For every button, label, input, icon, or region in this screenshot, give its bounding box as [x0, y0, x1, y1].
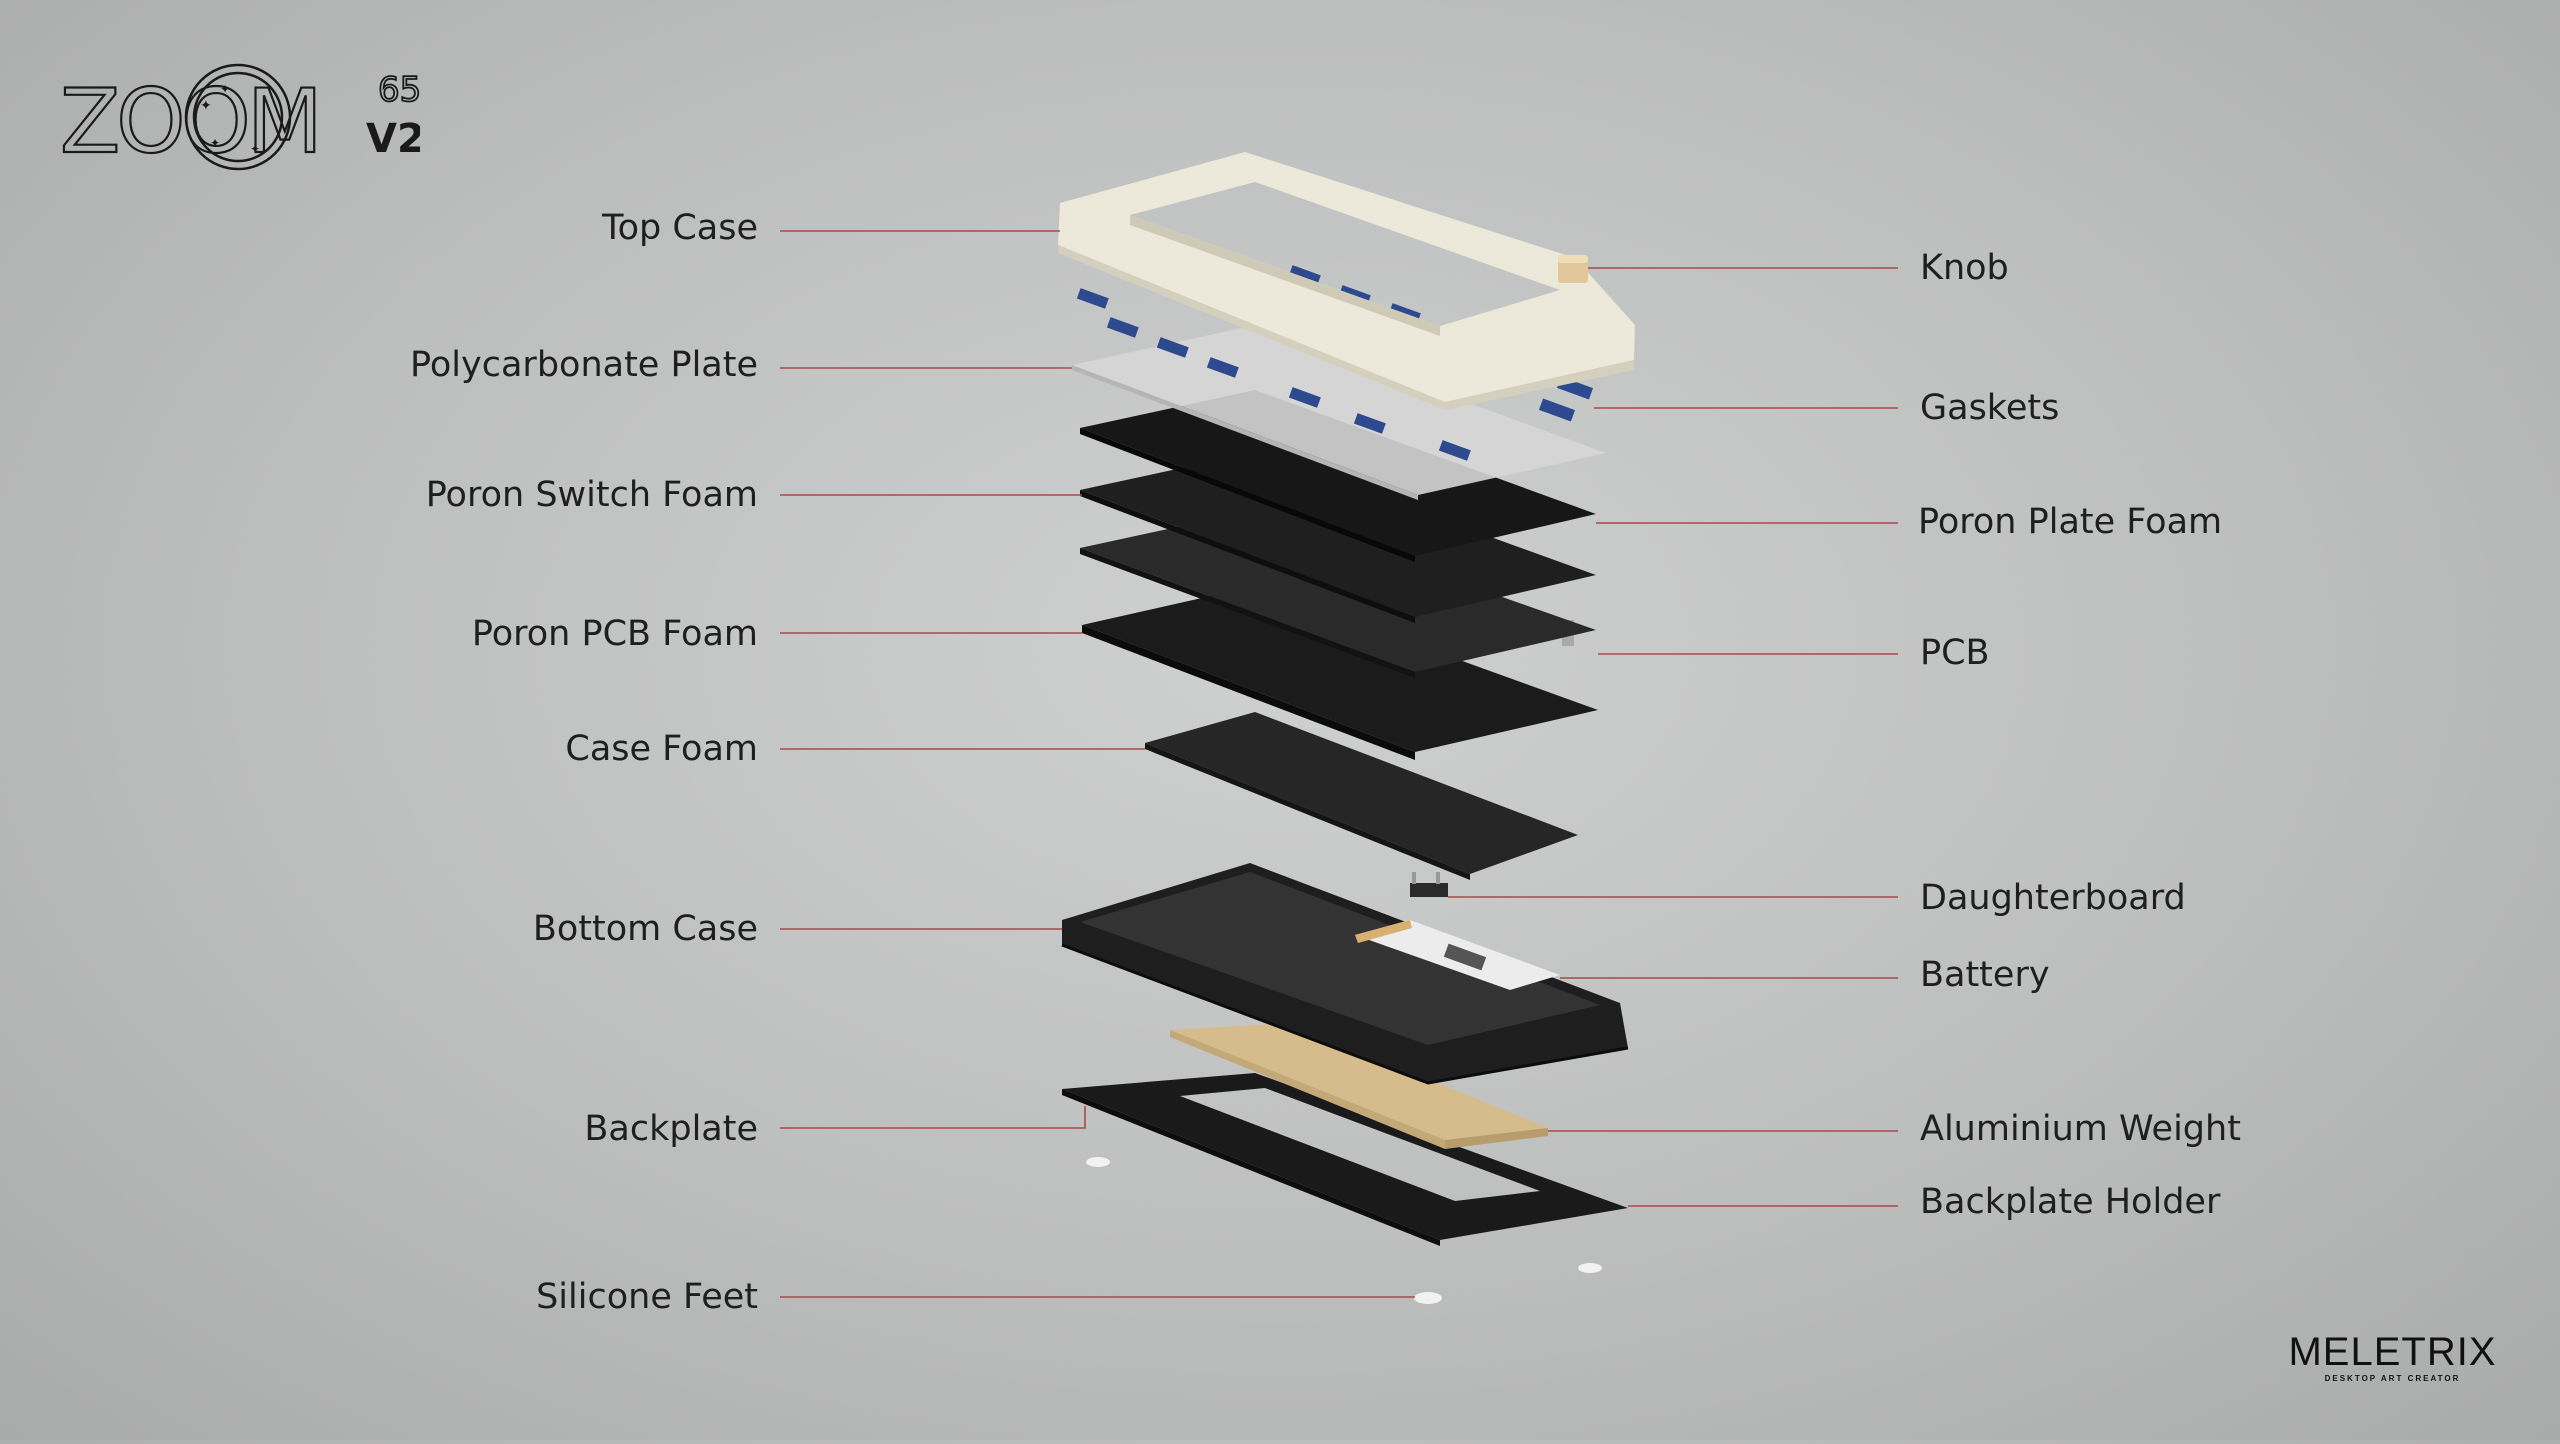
label-top-case: Top Case: [602, 208, 758, 248]
logo-word: ZOOM: [60, 70, 319, 173]
label-backplate: Backplate: [584, 1109, 758, 1149]
label-backplate-holder: Backplate Holder: [1920, 1182, 2221, 1222]
brand-tagline: DESKTOP ART CREATOR: [2324, 1374, 2461, 1383]
top-case-shape: [1058, 152, 1635, 410]
bottom-case-shape: [1061, 863, 1629, 1085]
label-pcb: PCB: [1920, 633, 1990, 673]
svg-text:✦: ✦: [250, 142, 260, 156]
label-poron-pcb-foam: Poron PCB Foam: [471, 614, 758, 654]
label-case-foam: Case Foam: [565, 729, 758, 769]
logo-version: V2: [366, 116, 420, 162]
logo-inner-ring: [192, 71, 284, 163]
label-silicone-feet: Silicone Feet: [536, 1277, 758, 1317]
svg-text:✦: ✦: [220, 82, 230, 96]
battery-shape: [1355, 920, 1560, 990]
brand-logo: MELETRIX DESKTOP ART CREATOR: [2285, 1330, 2500, 1384]
leader-backplate: [780, 1106, 1086, 1129]
label-knob: Knob: [1920, 248, 2009, 288]
poron-switch-foam-shape: [1080, 452, 1596, 623]
knob-shape: [1558, 255, 1588, 283]
label-bottom-case: Bottom Case: [532, 909, 758, 949]
label-battery: Battery: [1920, 955, 2050, 995]
leader-lines: [780, 230, 1898, 1298]
polycarbonate-plate-shape: [1072, 325, 1606, 500]
backplate-holder-shape: [1062, 1073, 1628, 1246]
label-poron-switch-foam: Poron Switch Foam: [425, 475, 758, 515]
poron-plate-foam-shape: [1080, 390, 1596, 562]
label-aluminium-weight: Aluminium Weight: [1920, 1109, 2241, 1149]
svg-text:✦: ✦: [200, 98, 212, 114]
zoom-logo-mark: ✦ ✦ ✦ ✦ ZOOM 65 V2: [59, 63, 425, 174]
label-poron-plate-foam: Poron Plate Foam: [1918, 502, 2223, 542]
daughterboard-shape: [1410, 872, 1448, 897]
logo-number: 65: [378, 70, 420, 110]
silicone-feet-shape: [1086, 1157, 1602, 1304]
logo-stars: ✦ ✦ ✦ ✦: [200, 82, 260, 156]
logo-ring: [184, 63, 292, 171]
label-daughterboard: Daughterboard: [1920, 878, 2186, 918]
label-gaskets: Gaskets: [1920, 388, 2060, 428]
svg-text:✦: ✦: [210, 136, 220, 150]
brand-name: MELETRIX: [2288, 1330, 2497, 1374]
case-foam-shape: [1145, 712, 1578, 880]
product-logo: ✦ ✦ ✦ ✦ ZOOM 65 V2: [59, 55, 425, 180]
label-polycarbonate-plate: Polycarbonate Plate: [410, 345, 758, 385]
aluminium-weight-shape: [1170, 1023, 1548, 1149]
